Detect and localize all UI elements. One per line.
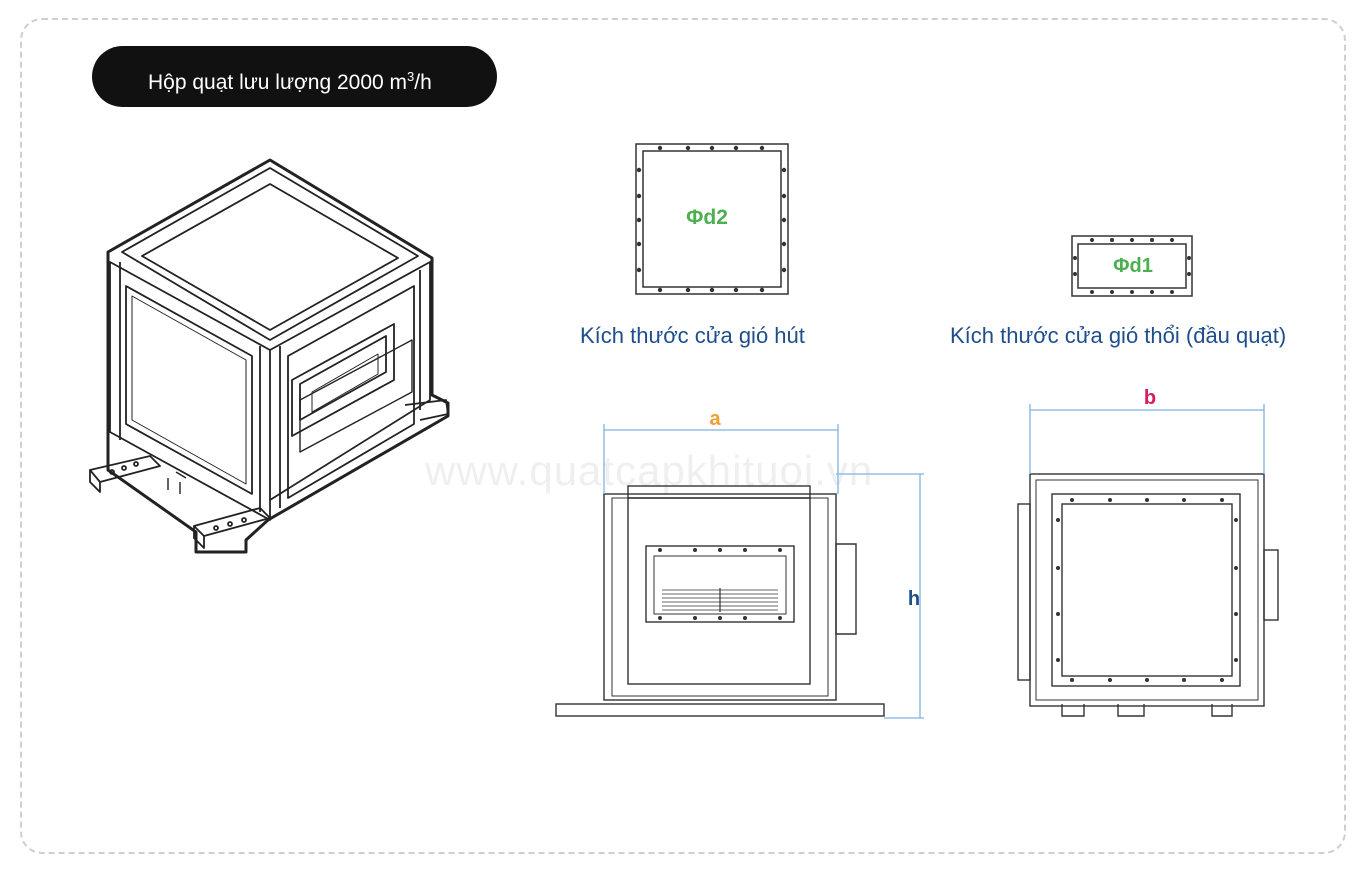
title-unit: /h <box>414 71 432 94</box>
label-b: b <box>1144 387 1156 409</box>
caption-discharge: Kích thước cửa gió thổi (đầu quạt) <box>950 323 1287 348</box>
title-badge: Hộp quạt lưu lượng 2000 m3/h <box>92 46 497 107</box>
isometric-fan-box <box>89 158 450 554</box>
discharge-flange-drawing <box>1071 235 1193 297</box>
label-a: a <box>709 408 721 430</box>
label-h: h <box>908 588 920 610</box>
dimension-b-lines <box>1029 404 1265 474</box>
title-superscript: 3 <box>407 69 415 84</box>
content-frame <box>20 18 1346 854</box>
caption-suction: Kích thước cửa gió hút <box>580 323 805 348</box>
front-view-drawing <box>555 485 885 717</box>
dimension-h-lines <box>836 473 924 719</box>
side-view-drawing <box>1017 473 1279 717</box>
title-text: Hộp quạt lưu lượng 2000 m <box>148 71 408 94</box>
label-d1: Φd1 <box>1113 255 1153 277</box>
label-d2: Φd2 <box>686 206 728 229</box>
dimension-a-lines <box>603 424 839 494</box>
suction-flange-drawing <box>635 143 789 295</box>
